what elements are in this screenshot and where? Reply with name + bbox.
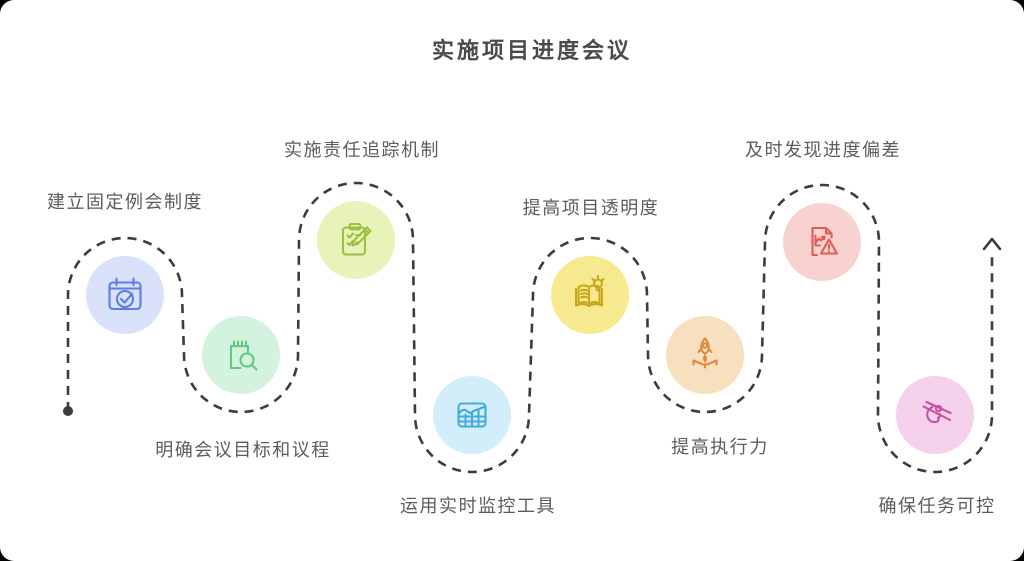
- node-badge: [896, 376, 974, 454]
- node-label: 明确会议目标和议程: [155, 440, 331, 460]
- diagram-title: 实施项目进度会议: [431, 38, 633, 63]
- node-badge: [433, 376, 511, 454]
- notepad-search-icon: [229, 340, 258, 371]
- start-dot-icon: [63, 406, 73, 416]
- node-label: 运用实时监控工具: [400, 496, 556, 516]
- chart-grid-icon: [457, 402, 487, 428]
- node-label: 及时发现进度偏差: [745, 140, 901, 160]
- node-badge: [202, 316, 280, 394]
- node-circle: [896, 376, 974, 454]
- calendar-check-icon: [108, 277, 142, 311]
- node-label: 实施责任追踪机制: [284, 140, 440, 160]
- book-idea-icon: [574, 274, 605, 308]
- rocket-launch-icon: [692, 337, 718, 369]
- node-circle: [202, 316, 280, 394]
- node-circle: [783, 203, 861, 281]
- node-badge: [86, 256, 164, 334]
- node-badge: [666, 316, 744, 394]
- node-label: 提高项目透明度: [522, 198, 660, 218]
- serpentine-path: [66, 181, 994, 474]
- node-circle: [86, 256, 164, 334]
- node-label: 提高执行力: [671, 437, 769, 457]
- node-badge: [783, 203, 861, 281]
- node-label: 确保任务可控: [878, 496, 996, 516]
- end-arrow-icon: [982, 237, 1002, 251]
- node-label: 建立固定例会制度: [47, 192, 203, 212]
- node-circle: [317, 201, 395, 279]
- node-badge: [317, 201, 395, 279]
- report-warning-icon: [811, 226, 839, 257]
- node-badge: [551, 256, 629, 334]
- hand-chopsticks-icon: [922, 400, 952, 424]
- clipboard-pencil-icon: [341, 222, 372, 256]
